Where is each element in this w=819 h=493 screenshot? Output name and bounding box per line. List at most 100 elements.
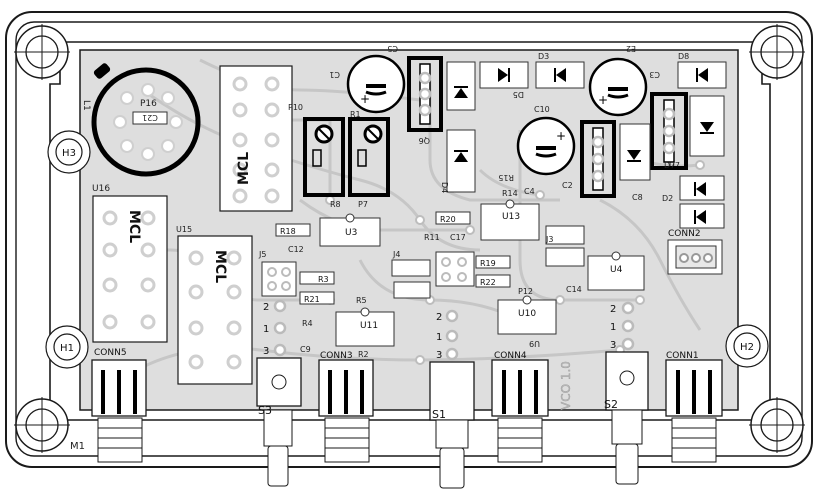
svg-text:U11: U11 (360, 321, 378, 331)
diode-d3: D3 (535, 52, 585, 89)
svg-text:D3: D3 (538, 52, 549, 61)
svg-text:U4: U4 (610, 265, 623, 275)
mcl-module-top: MCL P10 (219, 65, 303, 212)
svg-text:U13: U13 (502, 212, 520, 222)
svg-text:J3: J3 (545, 235, 553, 244)
svg-text:CONN3: CONN3 (320, 351, 353, 361)
svg-text:R1: R1 (350, 110, 361, 119)
svg-text:1: 1 (610, 322, 616, 333)
ic-u3: U3 (319, 213, 381, 247)
svg-text:C21: C21 (142, 113, 158, 122)
svg-text:3: 3 (610, 340, 616, 351)
svg-text:+: + (360, 92, 370, 106)
mcl-module-u16: MCL U16 (92, 184, 168, 343)
svg-text:C2: C2 (562, 181, 573, 190)
connector-conn5[interactable]: CONN5 (91, 348, 147, 463)
svg-text:C14: C14 (566, 285, 582, 294)
svg-text:H3: H3 (62, 148, 76, 159)
mounting-hole-h3: H3 (47, 130, 91, 174)
switch-s3[interactable]: 2 1 3 S3 (256, 299, 302, 487)
svg-text:MCL: MCL (236, 152, 252, 185)
svg-text:R3: R3 (318, 275, 329, 284)
pin-header-j3: J3 (545, 225, 585, 267)
regulator-u7: U7 (580, 120, 680, 198)
svg-text:P10: P10 (288, 103, 303, 112)
svg-text:R8: R8 (330, 200, 341, 209)
capacitor-c10-electrolytic: + C10 (516, 105, 576, 176)
enclosure-inner (15, 21, 803, 457)
svg-text:CONN5: CONN5 (94, 348, 127, 358)
svg-text:CONN2: CONN2 (668, 229, 701, 239)
svg-text:3: 3 (263, 346, 269, 357)
svg-text:S2: S2 (604, 398, 618, 411)
svg-text:R14: R14 (502, 189, 518, 198)
svg-text:C3: C3 (649, 70, 660, 79)
small-part-j4: J4 (391, 250, 431, 277)
resistor-r22: R22 (475, 274, 511, 288)
ic-u11: U11 R5 (335, 296, 395, 347)
resistor-r3: R3 (299, 271, 335, 285)
svg-text:U15: U15 (176, 225, 192, 234)
svg-text:R5: R5 (356, 296, 367, 305)
small-part-j1 (393, 281, 431, 299)
svg-text:C10: C10 (534, 105, 550, 114)
svg-text:C12: C12 (288, 245, 304, 254)
svg-text:D7: D7 (664, 161, 675, 170)
svg-text:3: 3 (436, 350, 442, 361)
svg-text:C8: C8 (632, 193, 643, 202)
switch-s2[interactable]: 2 1 3 S2 (604, 301, 649, 485)
svg-text:2: 2 (263, 302, 269, 313)
svg-text:E2: E2 (626, 44, 636, 53)
svg-text:P7: P7 (358, 200, 368, 209)
svg-text:J4: J4 (392, 250, 400, 259)
svg-text:R15: R15 (498, 173, 514, 182)
ic-u13: U13 R14 C4 (480, 187, 540, 241)
regulator-q6: Q6 (407, 56, 443, 145)
corner-screw-bl (14, 397, 70, 453)
svg-text:P12: P12 (518, 287, 533, 296)
mcl-module-u15: MCL U15 (176, 225, 253, 385)
svg-text:D2: D2 (662, 194, 673, 203)
ic-u10: U10 P12 (497, 287, 557, 335)
corner-screw-tr (749, 24, 805, 80)
svg-text:S1: S1 (432, 408, 446, 421)
svg-text:D5: D5 (513, 90, 524, 99)
svg-text:P16: P16 (140, 99, 157, 109)
svg-text:R4: R4 (302, 319, 313, 328)
svg-text:U10: U10 (518, 309, 536, 319)
connector-conn4[interactable]: CONN4 (491, 351, 549, 463)
svg-text:C9: C9 (300, 345, 311, 354)
switch-s1[interactable]: 2 1 3 S1 (429, 309, 475, 489)
svg-text:D4: D4 (440, 182, 449, 193)
svg-text:C17: C17 (450, 233, 466, 242)
enclosure-label: M1 (70, 441, 85, 452)
svg-text:R21: R21 (304, 295, 320, 304)
svg-text:CONN4: CONN4 (494, 351, 527, 361)
inductor-l1: L1 P16 C21 (81, 63, 201, 177)
capacitor-e2-electrolytic: + E2 (588, 44, 648, 117)
diode-u1-block: C8 (619, 123, 651, 202)
corner-screw-br (749, 397, 805, 453)
diode-d7: D7 (664, 95, 725, 170)
pin-header-j5: J5 (258, 250, 297, 297)
svg-text:L1: L1 (81, 100, 91, 111)
resistor-r19: R19 (475, 255, 511, 269)
svg-text:MCL: MCL (212, 250, 228, 283)
pin-header-j6 (435, 251, 475, 287)
svg-text:+: + (598, 93, 608, 107)
svg-text:S3: S3 (258, 404, 272, 417)
svg-text:1: 1 (436, 332, 442, 343)
diode-d2: D2 (662, 175, 725, 229)
svg-text:U16: U16 (92, 184, 110, 194)
svg-text:MCL: MCL (126, 210, 142, 243)
diode-d5: D5 (479, 61, 529, 99)
connector-conn3[interactable]: CONN3 (318, 351, 374, 463)
connector-conn2[interactable]: CONN2 (667, 229, 723, 275)
svg-text:R19: R19 (480, 259, 496, 268)
svg-text:D8: D8 (678, 52, 689, 61)
svg-text:C1: C1 (329, 70, 340, 79)
regulator-u8: D8 (650, 52, 689, 170)
connector-conn1[interactable]: CONN1 (665, 351, 723, 463)
resistor-r18: R18 (275, 223, 311, 237)
